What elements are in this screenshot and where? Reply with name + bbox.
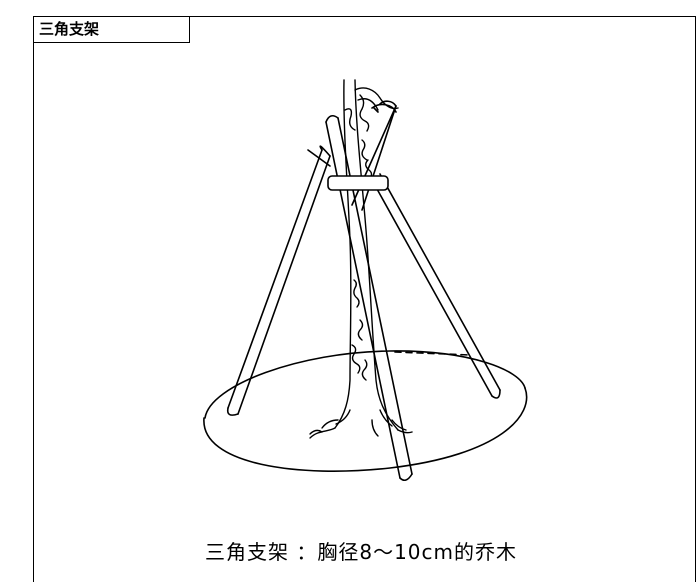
panel-title: 三角支架 bbox=[39, 20, 100, 38]
figure-caption: 三角支架 ：胸径8～10cm的乔木 bbox=[205, 540, 518, 564]
ground-circle bbox=[203, 350, 528, 472]
tripod-pole-back bbox=[351, 100, 397, 211]
tripod-pole-right bbox=[371, 103, 501, 399]
tripod-pole-left bbox=[226, 145, 331, 416]
tree-trunk bbox=[309, 79, 413, 439]
diagram-frame bbox=[33, 16, 696, 582]
panel-title-tab: 三角支架 bbox=[33, 16, 190, 43]
binding-band bbox=[327, 175, 389, 191]
